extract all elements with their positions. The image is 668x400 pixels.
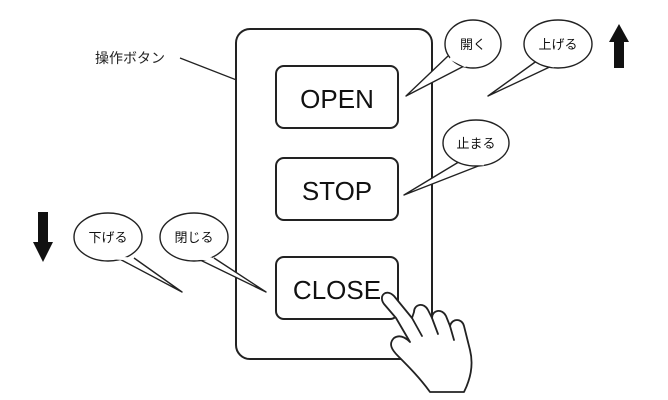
bubble-open: 開く — [405, 19, 502, 97]
close-button[interactable]: CLOSE — [275, 256, 399, 320]
open-button-label: OPEN — [300, 84, 374, 114]
stop-button-label: STOP — [302, 176, 372, 206]
bubble-stop-text: 止まる — [456, 137, 495, 152]
bubble-up: 上げる — [487, 19, 593, 97]
bubble-down: 下げる — [73, 212, 183, 293]
close-button-label: CLOSE — [293, 275, 381, 305]
panel-label: 操作ボタン — [95, 51, 165, 67]
bubble-down-text: 下げる — [88, 231, 127, 246]
stop-button[interactable]: STOP — [275, 157, 399, 221]
bubble-close: 閉じる — [159, 212, 267, 293]
bubble-close-text: 閉じる — [174, 231, 213, 246]
bubble-open-text: 開く — [460, 38, 486, 53]
bubble-stop: 止まる — [403, 119, 510, 196]
down-arrow-icon — [33, 212, 53, 262]
pointing-hand-icon — [381, 291, 473, 393]
open-button[interactable]: OPEN — [275, 65, 399, 129]
up-arrow-icon — [609, 24, 629, 68]
bubble-up-text: 上げる — [538, 38, 577, 53]
